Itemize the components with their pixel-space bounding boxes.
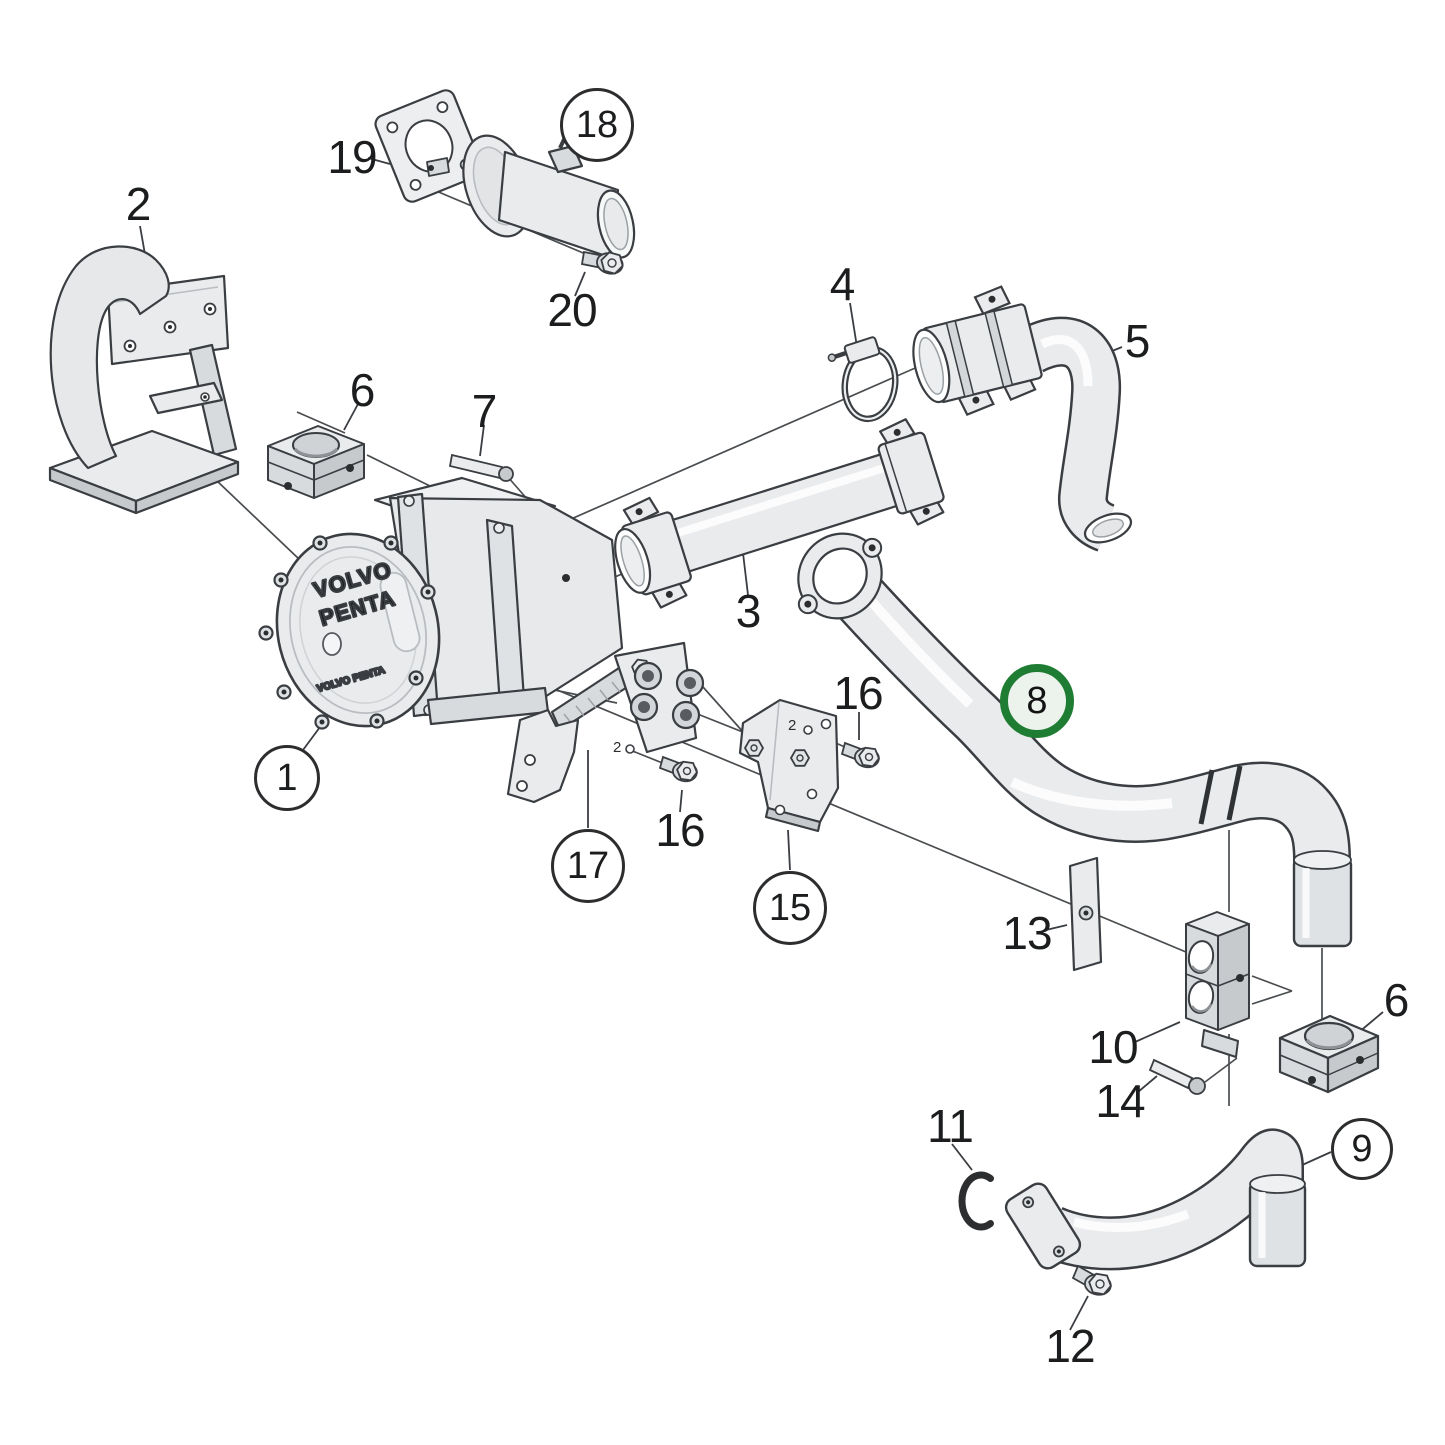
callout-2: 2 — [125, 178, 152, 230]
part-pipe-3 — [614, 418, 945, 609]
callout-9: 9 — [1331, 1118, 1393, 1180]
callout-14: 14 — [1095, 1075, 1145, 1127]
callout-11: 11 — [927, 1100, 974, 1152]
callout-4: 4 — [829, 258, 856, 310]
callout-8: 8 — [1000, 664, 1074, 738]
part-plate-15: 2 — [738, 698, 840, 833]
plate-15-mark: 2 — [788, 717, 796, 734]
callout-6-a: 6 — [349, 364, 376, 416]
pipe-9-flange — [1004, 1182, 1082, 1270]
callout-10: 10 — [1088, 1021, 1138, 1073]
part-bolt-16a — [840, 741, 880, 769]
part-pin-14 — [1148, 1058, 1206, 1095]
callout-1: 1 — [254, 745, 320, 811]
pipe-8-hose-sleeve — [1292, 850, 1353, 948]
part-clamp-6b — [1278, 1014, 1380, 1094]
part-pipe-8 — [797, 532, 1353, 948]
bracket-17-bushings — [629, 661, 705, 730]
part-fitting-18 — [426, 123, 636, 260]
callout-6-b: 6 — [1383, 974, 1410, 1026]
part-pipe-9 — [1004, 1128, 1307, 1271]
callout-3: 3 — [735, 585, 762, 637]
part-plate-13 — [1068, 856, 1103, 972]
pipe-8-flange — [797, 532, 883, 620]
pipe-3-right-coupling — [877, 418, 945, 526]
pipe-9-hose-sleeve — [1248, 1174, 1307, 1268]
part-hose-clamp-4 — [827, 336, 899, 423]
part-clamp-10 — [1185, 911, 1250, 1058]
part-bolt-16b — [658, 755, 698, 783]
pump-cover-bolts — [258, 535, 436, 730]
callout-19: 19 — [327, 131, 377, 183]
pipe-3-left-coupling — [614, 496, 692, 609]
callout-13: 13 — [1002, 907, 1052, 959]
callout-20: 20 — [547, 284, 597, 336]
callout-12: 12 — [1045, 1320, 1095, 1372]
part-pin-7 — [448, 453, 514, 482]
part-pump-1: VOLVO PENTA VOLVO PENTA — [258, 476, 624, 730]
callout-17: 17 — [551, 829, 625, 903]
part-ring-11 — [958, 1171, 994, 1231]
part-bolt-20 — [580, 250, 624, 275]
callout-15: 15 — [753, 871, 827, 945]
callout-16-a: 16 — [833, 667, 883, 719]
callout-5: 5 — [1124, 315, 1151, 367]
part-bracket-2 — [48, 245, 240, 515]
hose-5-coupling — [912, 285, 1043, 417]
part-hose-5 — [912, 285, 1133, 552]
part-bolt-12 — [1071, 1264, 1112, 1296]
callout-7: 7 — [471, 385, 498, 437]
part-clamp-6a — [267, 425, 365, 499]
part-bracket-17: 2 — [506, 641, 705, 804]
callout-18: 18 — [560, 88, 634, 162]
bracket-17-mark: 2 — [613, 739, 621, 756]
callout-16-b: 16 — [655, 804, 705, 856]
